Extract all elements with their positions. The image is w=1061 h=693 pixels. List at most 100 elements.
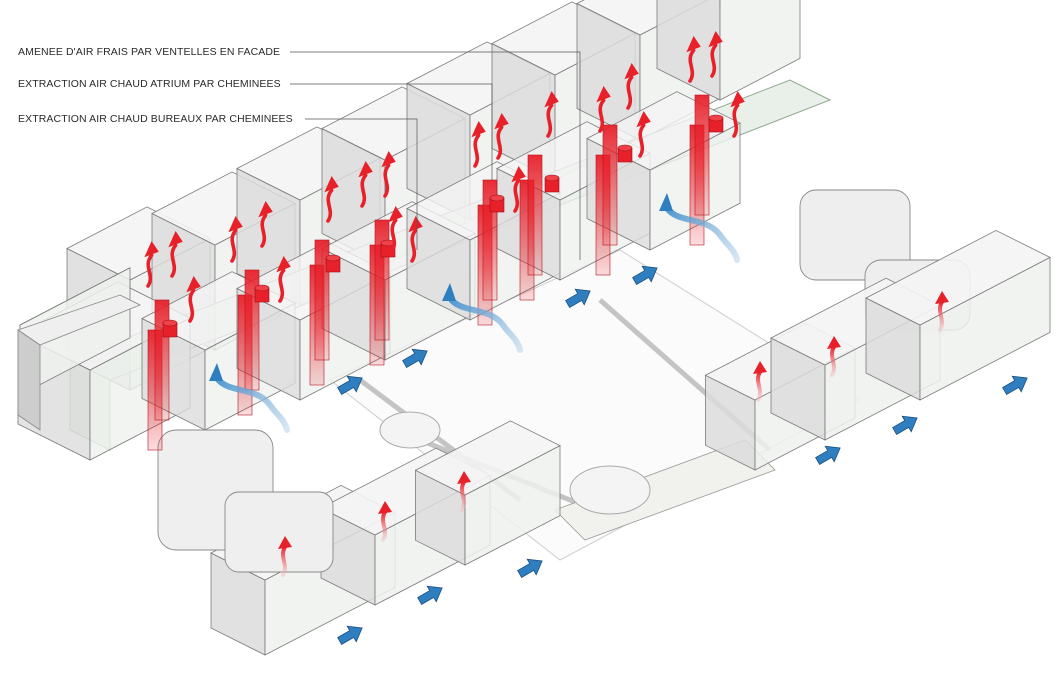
blue-arrow-icon — [892, 415, 918, 436]
red-curved-arrow-icon — [624, 63, 639, 80]
red-curved-arrow-icon — [228, 216, 243, 233]
red-curved-arrow-icon — [827, 336, 841, 377]
blue-arrow-icon — [337, 625, 363, 646]
red-curved-arrow-icon — [626, 75, 634, 110]
leader-line-fresh-air — [290, 51, 581, 260]
block-top-face — [19, 267, 131, 326]
blue-swirl-arrow-icon — [209, 363, 290, 433]
red-chimney-icon — [617, 144, 633, 152]
red-curved-arrow-icon — [473, 133, 481, 168]
red-curved-arrow-icon — [381, 151, 396, 198]
red-chimney-icon — [374, 219, 390, 341]
red-curved-arrow-icon — [756, 370, 762, 402]
red-curved-arrow-icon — [544, 91, 559, 138]
blue-swirl-arrow-icon — [659, 193, 740, 263]
courtyard-dome — [569, 465, 651, 515]
blue-arrow-icon — [417, 585, 443, 606]
blue-arrow-icon — [815, 445, 841, 466]
red-curved-arrow-icon — [381, 151, 396, 168]
leader-line-atrium-extraction — [290, 83, 493, 180]
red-curved-arrow-icon — [228, 216, 243, 263]
blue-arrow-icon — [402, 348, 428, 369]
red-curved-arrow-icon — [732, 103, 740, 138]
red-curved-arrow-icon — [494, 113, 509, 160]
red-curved-arrow-icon — [935, 291, 949, 332]
block-top-face — [865, 229, 1051, 326]
blue-swirl-arrow-icon — [445, 292, 523, 353]
red-curved-arrow-icon — [390, 218, 398, 253]
blue-swirl-arrow-icon — [212, 372, 290, 433]
red-curved-arrow-icon — [168, 231, 183, 278]
red-curved-arrow-icon — [753, 361, 767, 402]
east-office-block — [865, 229, 1051, 401]
red-curved-arrow-icon — [258, 201, 273, 218]
red-curved-arrow-icon — [710, 43, 718, 78]
blue-swirl-arrow-icon — [659, 193, 673, 211]
blue-arrow-icon — [632, 265, 658, 286]
red-curved-arrow-icon — [730, 91, 745, 108]
red-chimney-icon — [694, 94, 710, 216]
blue-arrow-icon — [565, 288, 591, 309]
red-curved-arrow-icon — [258, 201, 273, 248]
red-curved-arrow-icon — [383, 163, 391, 198]
red-curved-arrow-icon — [324, 176, 339, 223]
blue-arrow-icon — [337, 375, 363, 396]
red-curved-arrow-icon — [636, 111, 651, 128]
red-curved-arrow-icon — [408, 216, 423, 263]
red-curved-arrow-icon — [827, 336, 841, 349]
red-curved-arrow-icon — [753, 361, 767, 374]
red-curved-arrow-icon — [938, 300, 944, 332]
red-curved-arrow-icon — [494, 113, 509, 130]
red-curved-arrow-icon — [188, 288, 196, 323]
blue-swirl-arrow-icon — [442, 283, 456, 301]
red-curved-arrow-icon — [688, 48, 696, 83]
red-curved-arrow-icon — [324, 176, 339, 193]
west-end-side — [17, 329, 41, 431]
red-curved-arrow-icon — [360, 173, 368, 208]
red-curved-arrow-icon — [378, 501, 392, 514]
blue-arrow-icon — [565, 288, 591, 309]
red-curved-arrow-icon — [230, 228, 238, 263]
red-curved-arrow-icon — [624, 63, 639, 110]
red-curved-arrow-icon — [146, 253, 154, 288]
blue-arrow-icon — [892, 415, 918, 436]
red-curved-arrow-icon — [596, 86, 611, 103]
red-curved-arrow-icon — [186, 276, 201, 323]
red-curved-arrow-icon — [596, 86, 611, 133]
red-curved-arrow-icon — [935, 291, 949, 304]
red-curved-arrow-icon — [598, 98, 606, 133]
red-chimney-icon — [162, 319, 178, 327]
red-chimney-icon — [602, 124, 618, 246]
blue-swirl-arrow-icon — [209, 363, 223, 381]
red-curved-arrow-icon — [278, 536, 292, 577]
blue-arrow-icon — [337, 625, 363, 646]
label-fresh-air-intake: AMENEE D'AIR FRAIS PAR VENTELLES EN FACA… — [18, 46, 281, 58]
red-chimney-icon — [314, 239, 330, 361]
blue-arrow-icon — [417, 585, 443, 606]
red-curved-arrow-icon — [410, 228, 418, 263]
blue-arrow-icon — [632, 265, 658, 286]
red-curved-arrow-icon — [144, 241, 159, 288]
leader-line-office-extraction — [305, 118, 418, 250]
airflow-layer — [144, 31, 1028, 646]
red-curved-arrow-icon — [278, 536, 292, 549]
blue-arrow-icon — [337, 375, 363, 396]
red-curved-arrow-icon — [276, 256, 291, 303]
red-curved-arrow-icon — [511, 166, 526, 183]
block-front-face — [719, 0, 801, 101]
block-top-face — [414, 420, 561, 496]
red-curved-arrow-icon — [496, 125, 504, 160]
red-curved-arrow-icon — [457, 471, 471, 512]
blue-arrow-icon — [402, 348, 428, 369]
courtyard-platform — [554, 439, 776, 541]
red-curved-arrow-icon — [381, 510, 387, 542]
red-curved-arrow-icon — [168, 231, 183, 248]
red-curved-arrow-icon — [144, 241, 159, 258]
red-curved-arrow-icon — [546, 103, 554, 138]
east-rounded-tower — [799, 189, 911, 281]
red-curved-arrow-icon — [513, 178, 521, 213]
red-curved-arrow-icon — [358, 161, 373, 208]
red-curved-arrow-icon — [460, 480, 466, 512]
